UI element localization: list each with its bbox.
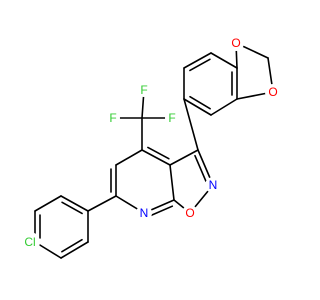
- atom-label-f-right: F: [168, 111, 175, 125]
- atom-label-f-top: F: [140, 83, 147, 97]
- bond-2: [210, 98, 238, 116]
- bond-11-second: [194, 154, 208, 185]
- bond-16-second: [147, 146, 170, 160]
- atom-label-n-pyridine: N: [140, 206, 149, 220]
- bond-30: [34, 195, 62, 212]
- bond-0: [210, 52, 238, 69]
- atom-o-isoxazole: O: [182, 205, 198, 221]
- atom-label-cl: Cl: [24, 235, 35, 249]
- atom-label-f-left: F: [109, 111, 116, 125]
- atom-label-o-dioxole-right: O: [268, 85, 277, 99]
- atom-label-o-dioxole-top: O: [231, 36, 240, 50]
- atom-cl: Cl: [20, 232, 40, 252]
- bond-10: [183, 98, 199, 151]
- atom-n-isoxazole: N: [205, 177, 221, 193]
- bond-27: [60, 241, 89, 259]
- bond-3-second: [189, 95, 211, 110]
- bond-27-second: [61, 238, 83, 253]
- molecule-structure: O O F F F N O N: [20, 35, 281, 259]
- bond-5-second: [189, 58, 211, 72]
- bond-31-second: [61, 201, 83, 215]
- bond-3: [183, 98, 212, 116]
- atom-o-dioxole-right: O: [265, 84, 281, 100]
- atom-f-top: F: [137, 83, 151, 97]
- bond-20-second: [148, 205, 174, 217]
- bonds: [29, 42, 274, 259]
- bond-25: [87, 195, 117, 212]
- atom-f-left: F: [106, 111, 120, 125]
- atom-labels: O O F F F N O N: [20, 35, 281, 252]
- bond-31: [60, 195, 89, 212]
- atom-o-dioxole-top: O: [228, 35, 244, 51]
- atom-n-pyridine: N: [136, 205, 152, 221]
- bond-5: [183, 52, 212, 69]
- atom-f-right: F: [165, 111, 179, 125]
- bond-16: [141, 149, 171, 166]
- bond-14: [169, 164, 175, 201]
- bond-15: [169, 149, 199, 166]
- bond-17: [115, 149, 143, 166]
- atom-label-o-isoxazole: O: [185, 206, 194, 220]
- atom-label-n-isoxazole: N: [209, 178, 218, 192]
